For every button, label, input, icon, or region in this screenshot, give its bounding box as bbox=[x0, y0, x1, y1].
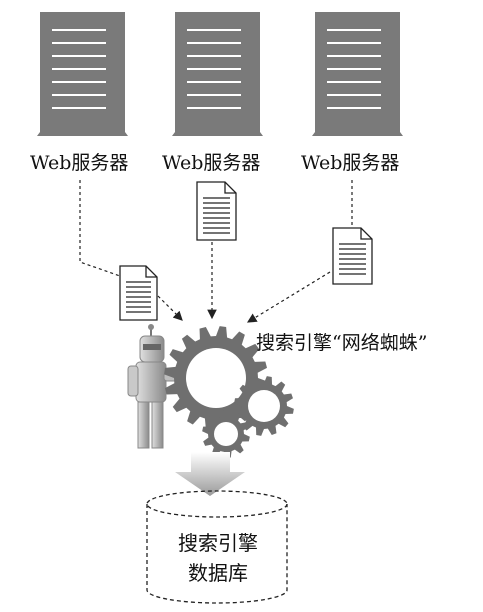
database-label-line2: 数据库 bbox=[188, 561, 248, 585]
database-label: 搜索引擎 数据库 bbox=[168, 528, 268, 588]
database-icon bbox=[146, 490, 288, 604]
gear-icon-medium bbox=[234, 376, 294, 436]
server-label-3: Web服务器 bbox=[301, 152, 400, 174]
server-icon-2 bbox=[172, 12, 263, 136]
document-icon-1 bbox=[119, 265, 158, 321]
connector-line-1 bbox=[79, 180, 121, 277]
connector-line-1b bbox=[157, 295, 183, 321]
server-icon-3 bbox=[312, 12, 403, 136]
connector-line-3b bbox=[246, 271, 331, 323]
server-label-1: Web服务器 bbox=[30, 152, 129, 174]
server-icon-1 bbox=[37, 12, 128, 136]
down-arrow-icon bbox=[175, 452, 245, 496]
document-icon-2 bbox=[196, 181, 237, 241]
robot-icon bbox=[127, 324, 187, 449]
database-label-line1: 搜索引擎 bbox=[178, 531, 258, 555]
server-label-2: Web服务器 bbox=[162, 152, 261, 174]
document-icon-3 bbox=[332, 227, 373, 285]
spider-label: 搜索引擎“网络蜘蛛” bbox=[256, 332, 428, 354]
gear-icon-small bbox=[202, 410, 250, 458]
